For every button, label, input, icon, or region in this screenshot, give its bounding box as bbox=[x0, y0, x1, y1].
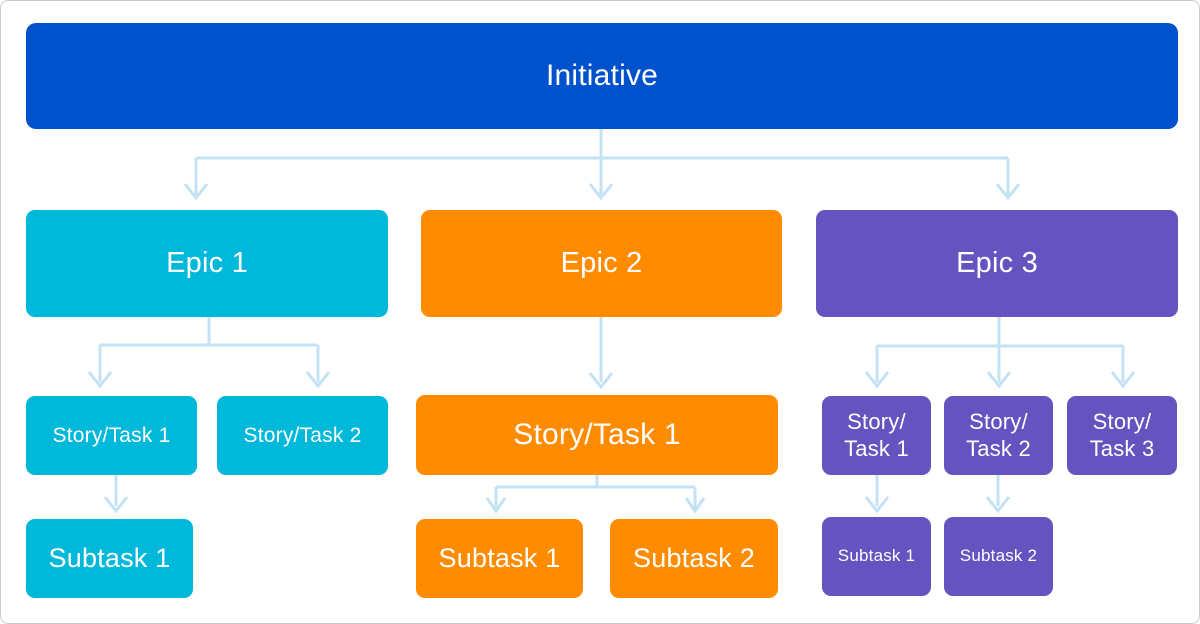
epic-2-subtask-2-box: Subtask 2 bbox=[610, 519, 778, 598]
arrowhead-epic-3-story-3 bbox=[1110, 371, 1136, 389]
epic-3-story-3-box: Story/ Task 3 bbox=[1067, 396, 1177, 475]
epic-1-story-1-box: Story/Task 1 bbox=[26, 396, 197, 475]
connector-epic-3-stories bbox=[875, 317, 1125, 382]
arrowhead-epic-1-story-1 bbox=[87, 371, 113, 389]
connector-epic-1-stories bbox=[98, 317, 320, 382]
epic-1-box: Epic 1 bbox=[26, 210, 388, 317]
arrowhead-epic-1-subtask-1 bbox=[103, 496, 129, 514]
epic-3-subtask-2-box: Subtask 2 bbox=[944, 517, 1053, 596]
epic-3-story-1-box: Story/ Task 1 bbox=[822, 396, 931, 475]
epic-1-subtask-1-box: Subtask 1 bbox=[26, 519, 193, 598]
epic-2-story-1-box: Story/Task 1 bbox=[416, 395, 778, 475]
arrowhead-epic-3-story-1 bbox=[864, 371, 890, 389]
arrowhead-epic-2-subtask-1 bbox=[485, 497, 507, 514]
epic-2-subtask-1-box: Subtask 1 bbox=[416, 519, 583, 598]
arrowhead-epic-2-subtask-2 bbox=[684, 497, 706, 514]
connector-epic-3-subtask-1 bbox=[875, 475, 1000, 506]
epic-2-box: Epic 2 bbox=[421, 210, 782, 317]
arrowhead-epic-3 bbox=[995, 183, 1021, 201]
connector-epic-2-subtasks bbox=[494, 475, 697, 508]
epic-3-box: Epic 3 bbox=[816, 210, 1178, 317]
arrowhead-epic-1 bbox=[183, 183, 209, 201]
connector-initiative-epics bbox=[194, 129, 1010, 195]
arrowhead-epic-1-story-2 bbox=[305, 371, 331, 389]
arrowhead-epic-2-story-1 bbox=[588, 372, 614, 390]
epic-3-subtask-1-box: Subtask 1 bbox=[822, 517, 931, 596]
arrowhead-epic-3-story-2 bbox=[986, 371, 1012, 389]
arrowhead-epic-3-subtask-1 bbox=[864, 496, 890, 514]
arrowhead-epic-3-subtask-2 bbox=[985, 496, 1011, 514]
arrowhead-epic-2 bbox=[588, 183, 614, 201]
epic-3-story-2-box: Story/ Task 2 bbox=[944, 396, 1053, 475]
epic-1-story-2-box: Story/Task 2 bbox=[217, 396, 388, 475]
initiative-box: Initiative bbox=[26, 23, 1178, 129]
